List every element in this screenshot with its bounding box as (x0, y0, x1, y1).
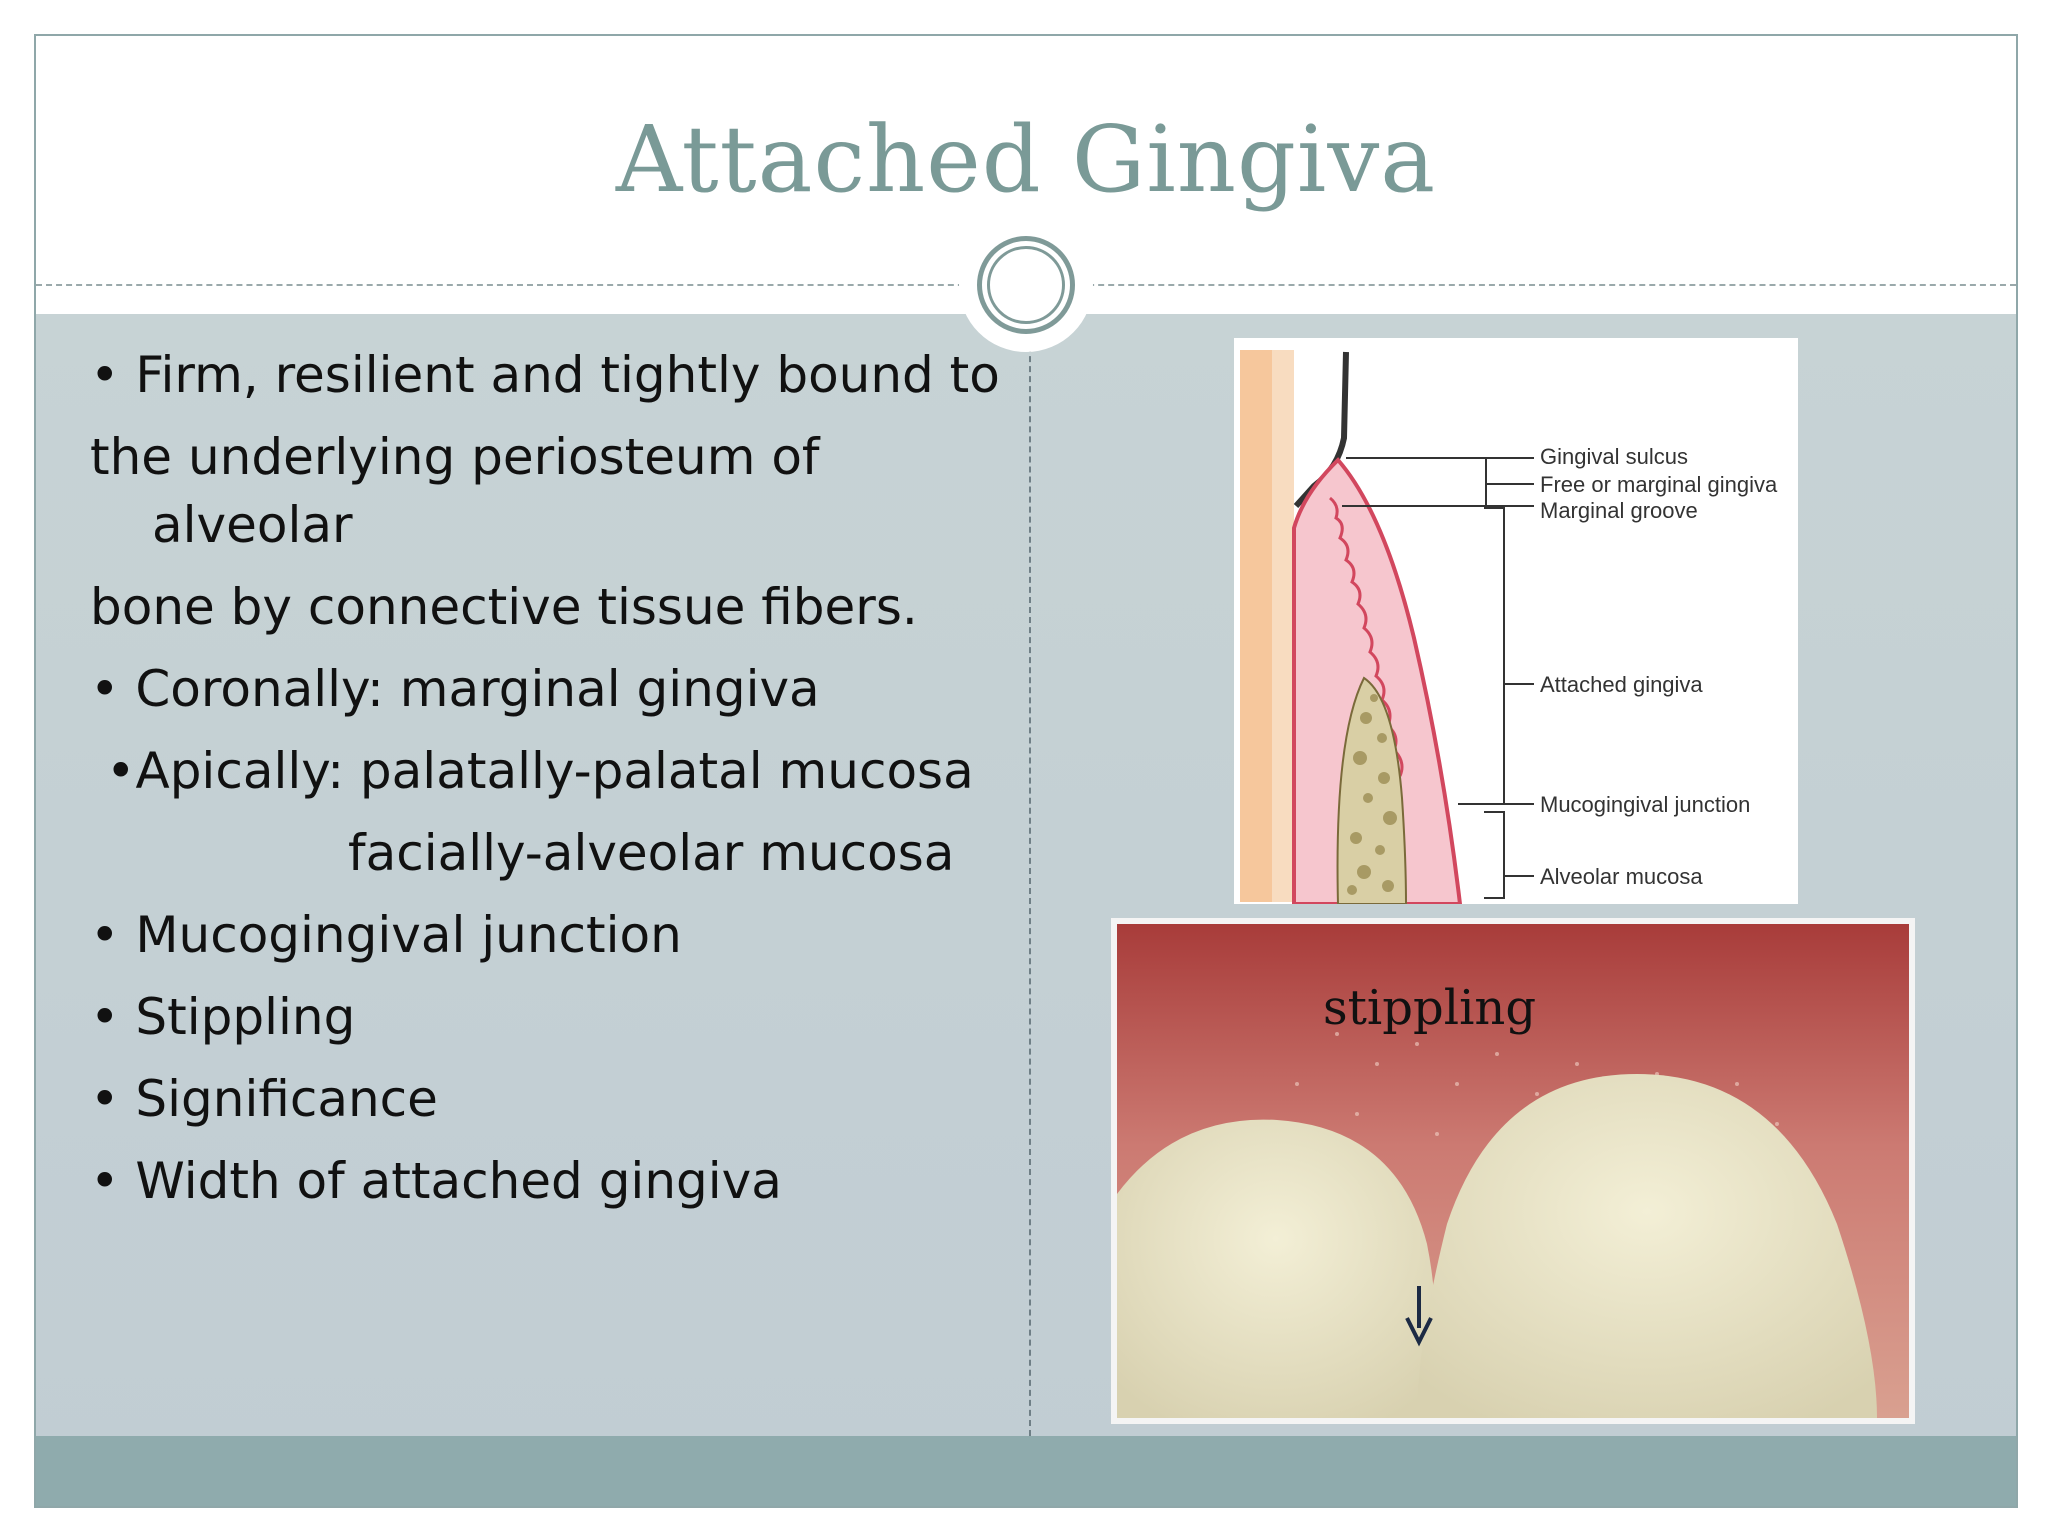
column-divider (1029, 336, 1031, 1436)
label-marginal-groove: Marginal groove (1540, 498, 1698, 523)
bullet-line-8: • Mucogingival junction (90, 906, 682, 964)
label-gingival-sulcus: Gingival sulcus (1540, 444, 1688, 469)
bullet-line-10: • Significance (90, 1070, 438, 1128)
stippling-caption: stippling (1323, 980, 1536, 1036)
footer-bar (36, 1436, 2016, 1506)
bullet-line-4: bone by connective tissue fibers. (90, 578, 918, 636)
label-attached-gingiva: Attached gingiva (1540, 672, 1703, 697)
ring-ornament-icon (977, 236, 1075, 334)
bullet-line-5: • Coronally: marginal gingiva (90, 660, 820, 718)
slide-title: Attached Gingiva (615, 106, 1437, 213)
bullet-line-11: • Width of attached gingiva (90, 1152, 782, 1210)
gingiva-shape (1292, 457, 1463, 904)
bullet-line-1: • Firm, resilient and tightly bound to (90, 346, 1000, 404)
bullet-line-2: the underlying periosteum of (90, 428, 820, 486)
bullet-line-7: facially-alveolar mucosa (348, 824, 955, 882)
bullet-line-6: •Apically: palatally-palatal mucosa (106, 742, 974, 800)
leader-lines (1342, 457, 1534, 899)
bullet-line-3: alveolar (152, 496, 353, 554)
label-mucogingival-junction: Mucogingival junction (1540, 792, 1750, 817)
stippling-photo: stippling (1111, 918, 1915, 1424)
left-tooth-shape (1117, 1119, 1435, 1418)
label-free-marginal-gingiva: Free or marginal gingiva (1540, 472, 1778, 497)
right-tooth-shape (1417, 1074, 1877, 1418)
gingiva-anatomy-diagram: Gingival sulcus Free or marginal gingiva… (1234, 338, 1798, 904)
tooth-surface-shape (1272, 350, 1294, 902)
label-alveolar-mucosa: Alveolar mucosa (1540, 864, 1703, 889)
slide: Attached Gingiva • Firm, resilient and t… (34, 34, 2018, 1508)
bone-pores-shape (1347, 694, 1397, 895)
down-arrow-icon (1405, 1317, 1433, 1347)
bullet-line-9: • Stippling (90, 988, 356, 1046)
alveolar-bone-shape (1336, 676, 1408, 904)
